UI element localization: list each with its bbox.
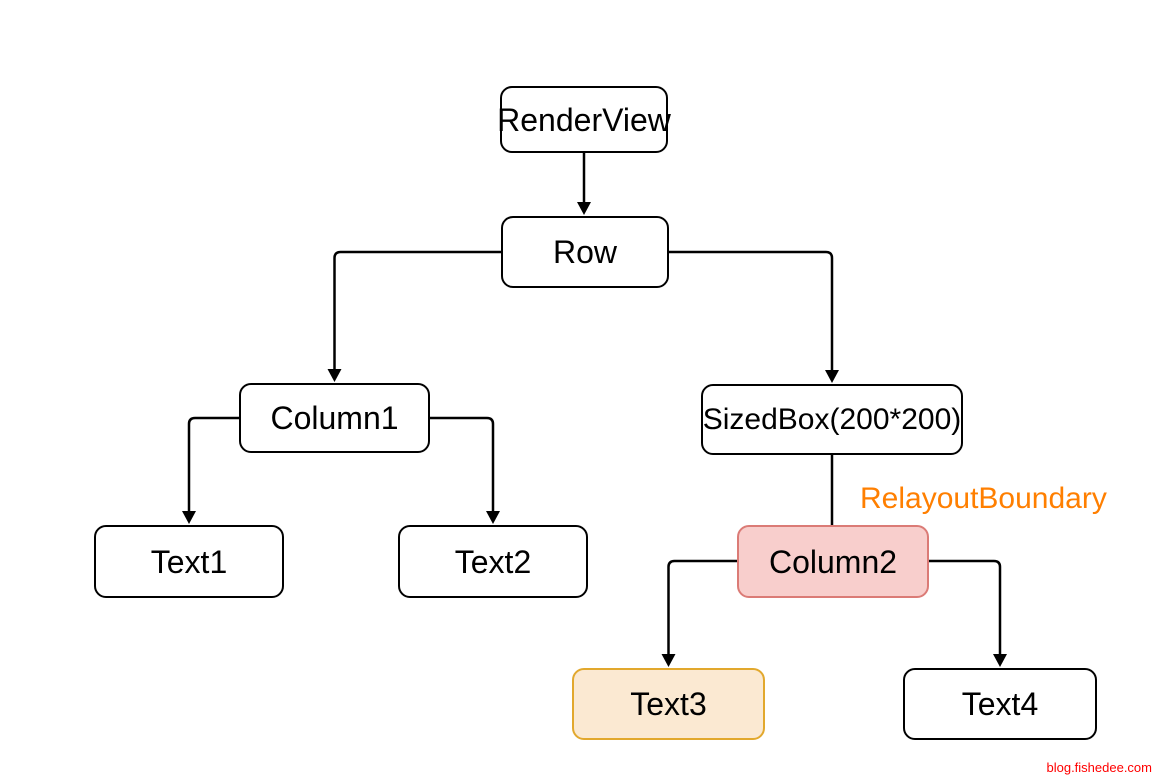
edge-column1-text2 xyxy=(430,416,500,524)
node-column1: Column1 xyxy=(239,383,430,453)
node-text1: Text1 xyxy=(94,525,284,598)
arrowhead xyxy=(486,511,500,524)
arrowhead xyxy=(825,370,839,383)
arrowhead xyxy=(327,369,342,382)
edge-renderview-row xyxy=(577,153,591,215)
arrowhead xyxy=(661,654,676,667)
node-sizedbox: SizedBox(200*200) xyxy=(701,384,963,455)
edge-row-sizedbox xyxy=(669,250,839,383)
arrowhead xyxy=(577,202,591,215)
node-text4: Text4 xyxy=(903,668,1097,740)
node-text3-highlighted: Text3 xyxy=(572,668,765,740)
node-row: Row xyxy=(501,216,669,288)
watermark-blog-url: blog.fishedee.com xyxy=(1046,760,1152,775)
arrowhead xyxy=(182,511,196,524)
relayout-boundary-label: RelayoutBoundary xyxy=(860,482,1107,515)
node-renderview: RenderView xyxy=(497,86,671,153)
arrowhead xyxy=(993,654,1007,667)
edge-column1-text1 xyxy=(182,416,239,524)
node-column2-relayout-boundary: Column2 xyxy=(737,525,929,598)
edge-column2-text3 xyxy=(661,559,737,667)
edge-row-column1 xyxy=(327,250,501,382)
node-text2: Text2 xyxy=(398,525,588,598)
edge-column2-text4 xyxy=(929,559,1007,667)
